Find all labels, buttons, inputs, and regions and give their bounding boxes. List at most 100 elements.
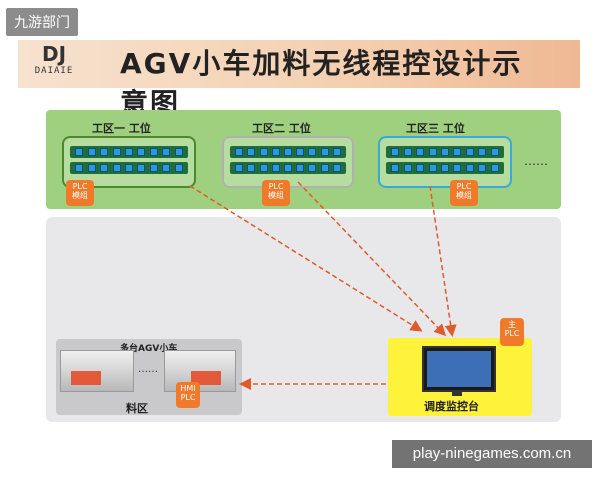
slot — [174, 164, 183, 172]
slot — [332, 164, 341, 172]
slot — [403, 148, 412, 156]
workstation-3-track-upper — [386, 146, 504, 158]
slot — [440, 148, 449, 156]
slot — [100, 148, 109, 156]
console-label: 调度监控台 — [424, 400, 479, 413]
slot — [149, 148, 158, 156]
workstation-1-box — [62, 136, 196, 188]
watermark-bottom: play-ninegames.com.cn — [392, 440, 592, 468]
storage-label: 料区 — [126, 402, 148, 415]
title-banner — [18, 40, 580, 88]
main-plc-line-2: PLC — [504, 329, 520, 338]
logo-sub: DAIAIE — [34, 66, 74, 76]
hmi-line-1: HMI — [180, 384, 196, 393]
workstation-3-box — [378, 136, 512, 188]
main-plc-badge: 主 PLC — [500, 318, 524, 346]
agv-caption: 多台AGV小车 — [120, 344, 178, 354]
slot — [247, 164, 256, 172]
slot — [112, 164, 121, 172]
slot — [235, 164, 244, 172]
agv-cart-shape — [191, 371, 221, 385]
slot — [112, 148, 121, 156]
plc-line-1: PLC — [268, 182, 284, 191]
slot — [416, 148, 425, 156]
slot — [259, 164, 268, 172]
watermark-top: 九游部门 — [6, 8, 78, 36]
slot — [465, 148, 474, 156]
slot — [391, 164, 400, 172]
slot — [235, 148, 244, 156]
slot — [162, 164, 171, 172]
plc-line-2: 模组 — [72, 191, 88, 200]
workstation-3-label: 工区三 工位 — [406, 122, 465, 135]
plc-line-2: 模组 — [456, 191, 472, 200]
slot — [332, 148, 341, 156]
slot — [440, 164, 449, 172]
plc-line-1: PLC — [72, 182, 88, 191]
workstation-2-label: 工区二 工位 — [252, 122, 311, 135]
slot — [283, 148, 292, 156]
slot — [478, 164, 487, 172]
agv-ellipsis: …… — [138, 364, 158, 375]
slot — [490, 148, 499, 156]
workstation-3-plc: PLC 模组 — [450, 180, 478, 206]
agv-photo-2 — [164, 350, 236, 392]
logo-mark: DJ — [41, 42, 67, 66]
slot — [87, 148, 96, 156]
page-title: AGV小车加料无线程控设计示意图 — [120, 47, 523, 120]
slot — [308, 164, 317, 172]
slot — [137, 148, 146, 156]
slot — [271, 148, 280, 156]
workstation-1-plc: PLC 模组 — [66, 180, 94, 206]
workstation-2-track-lower — [230, 162, 346, 174]
workstation-1-track-upper — [70, 146, 188, 158]
slot — [162, 148, 171, 156]
more-workstations-ellipsis: …… — [524, 154, 548, 168]
slot — [428, 148, 437, 156]
slot — [247, 148, 256, 156]
main-plc-line-1: 主 — [508, 320, 516, 329]
workstation-2-track-upper — [230, 146, 346, 158]
hmi-plc-badge: HMI PLC — [176, 382, 200, 408]
hmi-line-2: PLC — [180, 393, 196, 402]
slot — [320, 148, 329, 156]
slot — [100, 164, 109, 172]
workstation-1-label: 工区一 工位 — [92, 122, 151, 135]
workstation-2-box — [222, 136, 354, 188]
slot — [124, 148, 133, 156]
slot — [465, 164, 474, 172]
agv-cart-shape — [71, 371, 101, 385]
slot — [403, 164, 412, 172]
slot — [259, 148, 268, 156]
slot — [296, 164, 305, 172]
monitor-icon — [422, 346, 496, 392]
workstation-2-plc: PLC 模组 — [262, 180, 290, 206]
slot — [416, 164, 425, 172]
slot — [149, 164, 158, 172]
workstation-3-track-lower — [386, 162, 504, 174]
slot — [320, 164, 329, 172]
slot — [296, 148, 305, 156]
slot — [124, 164, 133, 172]
slot — [137, 164, 146, 172]
slot — [174, 148, 183, 156]
plc-line-1: PLC — [456, 182, 472, 191]
slot — [271, 164, 280, 172]
slot — [478, 148, 487, 156]
monitor-screen — [427, 351, 491, 387]
slot — [75, 164, 84, 172]
slot — [453, 148, 462, 156]
slot — [490, 164, 499, 172]
slot — [428, 164, 437, 172]
slot — [453, 164, 462, 172]
slot — [87, 164, 96, 172]
slot — [391, 148, 400, 156]
agv-photo-1 — [60, 350, 134, 392]
workstation-1-track-lower — [70, 162, 188, 174]
slot — [308, 148, 317, 156]
monitor-stand — [452, 390, 462, 396]
slot — [283, 164, 292, 172]
plc-line-2: 模组 — [268, 191, 284, 200]
slot — [75, 148, 84, 156]
logo: DJ DAIAIE — [26, 44, 82, 84]
